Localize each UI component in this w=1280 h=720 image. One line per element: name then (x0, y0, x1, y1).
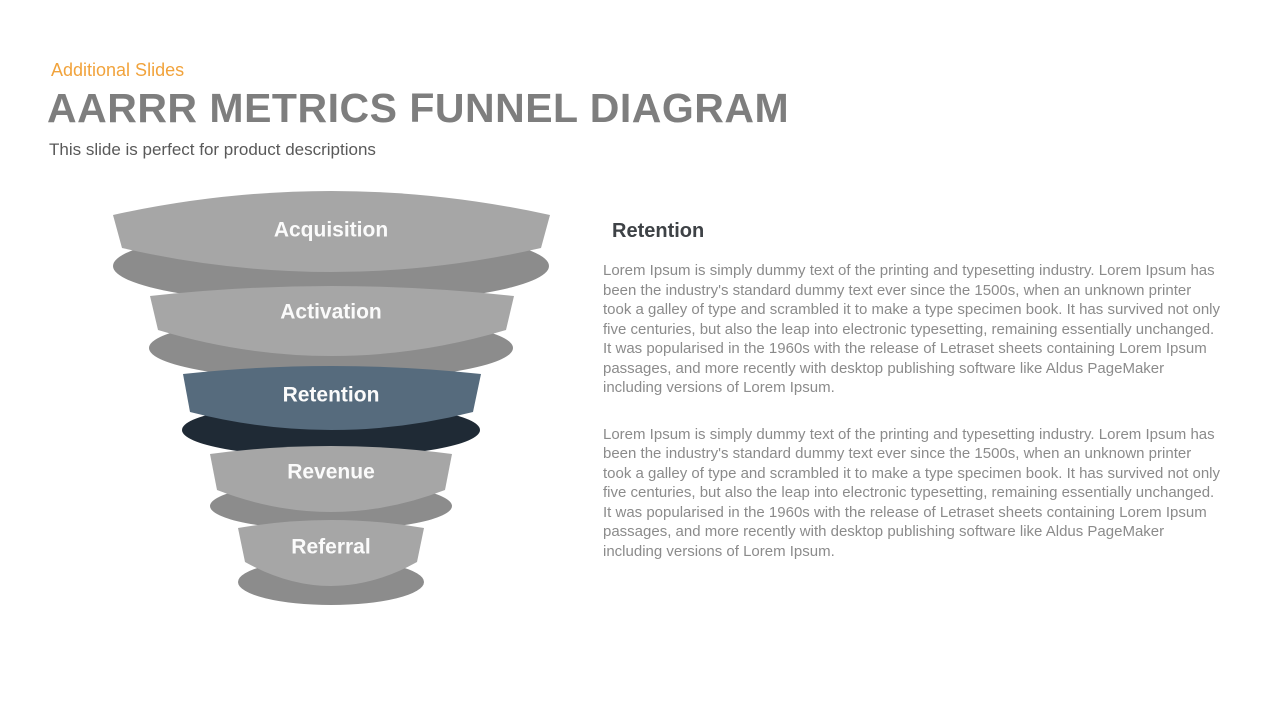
tier-label: Revenue (287, 461, 375, 484)
detail-text-block: Lorem Ipsum is simply dummy text of the … (603, 261, 1223, 588)
tier-label: Retention (283, 384, 380, 407)
tier-body (238, 520, 424, 586)
funnel-tier-revenue: Revenue (210, 446, 452, 530)
detail-paragraph-2: Lorem Ipsum is simply dummy text of the … (603, 425, 1220, 560)
funnel-tier-referral: Referral (238, 520, 424, 605)
tier-label: Referral (291, 536, 370, 559)
eyebrow-label: Additional Slides (51, 60, 185, 80)
funnel-tier-acquisition: Acquisition (113, 191, 550, 304)
detail-paragraph-1: Lorem Ipsum is simply dummy text of the … (603, 262, 1220, 396)
page-title: AARRR METRICS FUNNEL DIAGRAM (47, 85, 790, 131)
tier-body (150, 286, 514, 356)
funnel-tier-retention: Retention (182, 366, 481, 457)
tier-body (210, 446, 452, 512)
tier-body (113, 191, 550, 272)
tier-label: Acquisition (274, 219, 388, 242)
detail-heading: Retention (612, 220, 705, 242)
tier-body (183, 366, 481, 430)
page-subtitle: This slide is perfect for product descri… (49, 140, 376, 159)
funnel-tier-activation: Activation (149, 286, 514, 380)
tier-label: Activation (280, 301, 382, 324)
